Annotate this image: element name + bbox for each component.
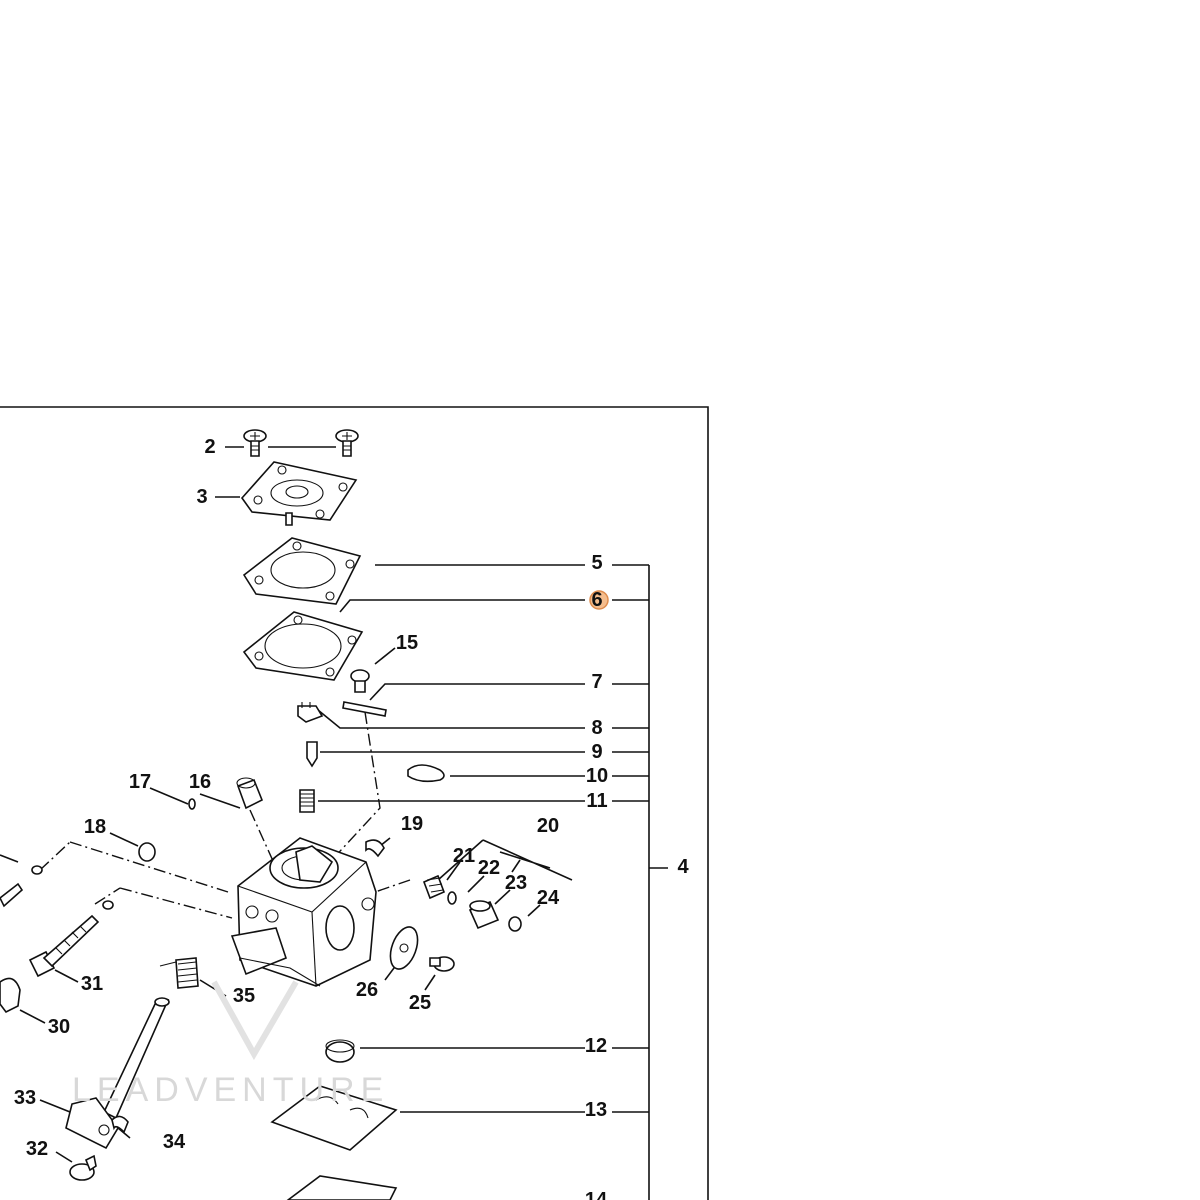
cover-part-3 [240,461,358,526]
gasket-part-6 [242,611,364,681]
callout-8[interactable]: 8 [591,717,602,739]
callout-31[interactable]: 31 [81,973,103,995]
gasket-part-10 [407,764,445,783]
callout-9[interactable]: 9 [591,741,602,763]
callout-12[interactable]: 12 [585,1035,607,1057]
carburetor-body [230,837,377,987]
callout-16[interactable]: 16 [189,771,211,793]
callout-6[interactable]: 6 [591,589,602,611]
callout-34[interactable]: 34 [163,1131,186,1153]
callout-19[interactable]: 19 [401,813,423,835]
callout-18[interactable]: 18 [84,816,106,838]
callout-32[interactable]: 32 [26,1138,48,1160]
screw-part-25 [429,956,455,972]
ring-part-24 [508,916,522,932]
plate-part-26 [389,926,419,970]
spring-part-11 [299,789,315,813]
callout-4[interactable]: 4 [677,856,689,878]
callout-26[interactable]: 26 [356,979,378,1001]
cylinder-part-23 [468,900,500,930]
callout-15[interactable]: 15 [396,632,418,654]
pin-part-7 [342,701,387,717]
callout-24[interactable]: 24 [537,887,560,909]
clamp-part-30 [0,977,21,1014]
leader-lines [0,446,585,1163]
callout-11[interactable]: 11 [586,790,607,812]
watermark-text: LEADVENTURE [72,1071,389,1109]
alignment-lines [39,711,411,919]
callout-7[interactable]: 7 [591,671,602,693]
callout-20[interactable]: 20 [537,815,559,837]
spring-part-21 [422,874,446,900]
kit-bracket [612,564,668,1200]
callout-21[interactable]: 21 [453,845,475,867]
spring-part-35 [159,957,199,989]
pump-body-part-14 [286,1175,398,1200]
callout-13[interactable]: 13 [585,1099,607,1121]
callout-17[interactable]: 17 [129,771,151,793]
ring-part-17 [188,798,196,810]
callout-3[interactable]: 3 [196,486,207,508]
clip-part-19 [365,839,385,858]
diagram-frame [0,406,709,1200]
diaphragm-part-5 [242,537,362,605]
callout-23[interactable]: 23 [505,872,527,894]
lever-part-8 [297,702,324,723]
callout-2[interactable]: 2 [204,436,215,458]
gasket-part-13 [270,1085,398,1151]
shaft-part-33 [65,997,170,1150]
screw-part-31 [28,914,100,978]
needle-left-part [0,865,114,910]
needle-part-9 [306,741,318,768]
watermark: LEADVENTURE [72,980,389,1109]
knob-part-32 [69,1154,97,1181]
callout-5[interactable]: 5 [591,552,602,574]
callout-25[interactable]: 25 [409,992,431,1014]
callout-labels: 2 3 4 5 6 7 8 9 10 11 12 13 14 15 16 17 … [14,436,690,1200]
screw-part-15 [350,669,370,693]
plug-part-18 [138,842,156,862]
plug-part-16 [236,777,264,810]
clip-part-34 [111,1115,129,1134]
callout-30[interactable]: 30 [48,1016,70,1038]
callout-10[interactable]: 10 [586,765,608,787]
callout-35[interactable]: 35 [233,985,255,1007]
ring-part-22 [447,891,457,905]
callout-33[interactable]: 33 [14,1087,36,1109]
callout-22[interactable]: 22 [478,857,500,879]
highlight-marker [589,590,609,610]
nut-part-12 [325,1039,355,1063]
callout-14[interactable]: 14 [585,1189,608,1200]
screw-part-2 [243,429,359,457]
